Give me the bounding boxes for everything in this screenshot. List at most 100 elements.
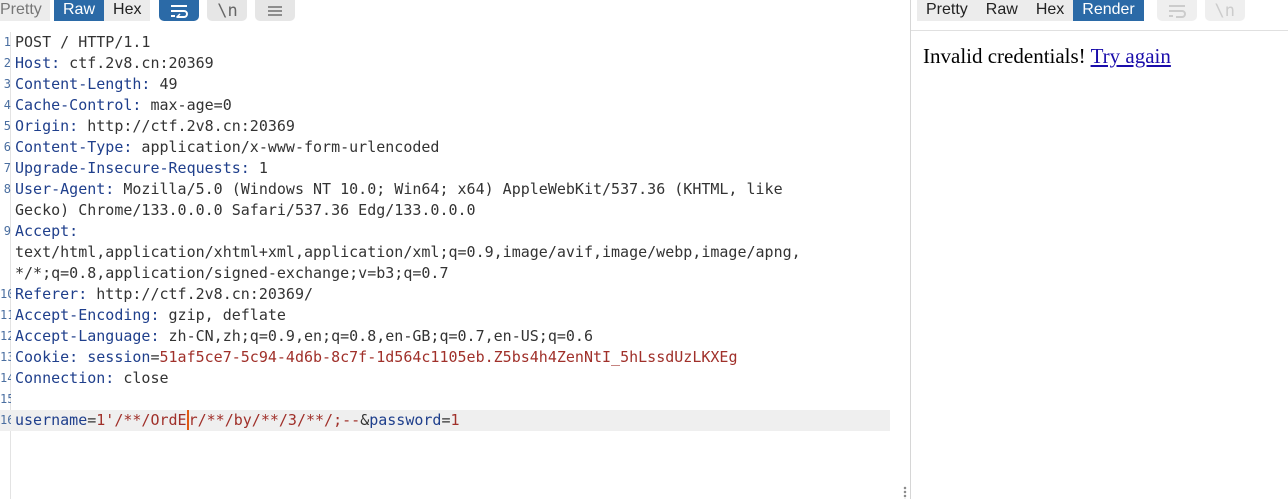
header-user-agent-continued: Gecko) Chrome/133.0.0.0 Safari/537.36 Ed… — [0, 200, 890, 221]
line-number: 15 — [0, 392, 11, 406]
header-key: Accept-Language: — [15, 327, 160, 345]
header-key: Content-Type: — [15, 138, 133, 156]
header-referer: 10 Referer: http://ctf.2v8.cn:20369/ — [0, 284, 890, 305]
header-accept: 9 Accept: — [0, 221, 890, 242]
header-host: 2 Host: ctf.2v8.cn:20369 — [0, 53, 890, 74]
line-number: 12 — [0, 329, 11, 343]
resize-grip[interactable] — [903, 486, 907, 499]
pane-splitter[interactable] — [910, 0, 911, 499]
line-gutter — [0, 32, 11, 499]
wrap-lines-button[interactable] — [159, 0, 200, 21]
param-equals: = — [441, 411, 451, 429]
line-number: 8 — [3, 182, 11, 196]
header-accept-language: 12 Accept-Language: zh-CN,zh;q=0.9,en;q=0… — [0, 326, 890, 347]
show-newlines-button[interactable]: \n — [207, 0, 248, 21]
blank-line: 15 — [0, 389, 890, 410]
header-key: Referer: — [15, 285, 88, 303]
line-number: 1 — [3, 35, 11, 49]
header-value: 49 — [150, 75, 178, 93]
header-connection: 14 Connection: close — [0, 368, 890, 389]
wrap-lines-icon — [171, 4, 189, 18]
line-number: 11 — [0, 308, 11, 322]
cookie-equals: = — [150, 348, 160, 366]
param-separator: & — [360, 411, 370, 429]
wrap-lines-button[interactable] — [1156, 0, 1197, 21]
header-value: zh-CN,zh;q=0.9,en;q=0.8,en-GB;q=0.7,en-U… — [159, 327, 593, 345]
header-key: Cookie: — [15, 348, 79, 366]
tab-hex[interactable]: Hex — [1026, 0, 1074, 21]
request-toolbar: Pretty Raw Hex \n — [0, 0, 296, 22]
header-value: Gecko) Chrome/133.0.0.0 Safari/537.36 Ed… — [15, 201, 476, 219]
header-value: Mozilla/5.0 (Windows NT 10.0; Win64; x64… — [114, 180, 783, 198]
header-value: */*;q=0.8,application/signed-exchange;v=… — [15, 264, 449, 282]
header-upgrade-insecure-requests: 7 Upgrade-Insecure-Requests: 1 — [0, 158, 890, 179]
header-accept-encoding: 11 Accept-Encoding: gzip, deflate — [0, 305, 890, 326]
tab-pretty[interactable]: Pretty — [917, 0, 977, 21]
header-value: http://ctf.2v8.cn:20369 — [78, 117, 295, 135]
header-accept-continued: */*;q=0.8,application/signed-exchange;v=… — [0, 263, 890, 284]
header-value: application/x-www-form-urlencoded — [132, 138, 440, 156]
header-key: Origin: — [15, 117, 79, 135]
tab-raw[interactable]: Raw — [976, 0, 1027, 21]
text-caret — [186, 410, 189, 430]
header-value: gzip, deflate — [159, 306, 286, 324]
line-number: 3 — [3, 77, 11, 91]
header-key: Accept: — [15, 222, 79, 240]
line-number: 6 — [3, 140, 11, 154]
line-number: 14 — [0, 371, 11, 385]
tab-render[interactable]: Render — [1073, 0, 1144, 21]
header-content-type: 6 Content-Type: application/x-www-form-ur… — [0, 137, 890, 158]
header-key: Content-Length: — [15, 75, 151, 93]
tab-pretty[interactable]: Pretty — [0, 0, 50, 21]
cookie-value: 51af5ce7-5c94-4d6b-8c7f-1d564c1105eb.Z5b… — [159, 348, 738, 366]
header-content-length: 3 Content-Length: 49 — [0, 74, 890, 95]
menu-icon — [268, 5, 283, 16]
header-key: Accept-Encoding: — [15, 306, 160, 324]
header-origin: 5 Origin: http://ctf.2v8.cn:20369 — [0, 116, 890, 137]
response-toolbar: Pretty Raw Hex Render \n — [917, 0, 1245, 22]
header-user-agent: 8 User-Agent: Mozilla/5.0 (Windows NT 10.… — [0, 179, 890, 200]
param-equals: = — [87, 411, 97, 429]
tab-raw[interactable]: Raw — [54, 0, 105, 21]
header-cache-control: 4 Cache-Control: max-age=0 — [0, 95, 890, 116]
line-number: 16 — [0, 413, 11, 427]
param-value: 1'/**/OrdE — [96, 411, 187, 429]
error-message: Invalid credentials! — [923, 44, 1091, 68]
header-cookie: 13 Cookie: session=51af5ce7-5c94-4d6b-8c7… — [0, 347, 890, 368]
header-value: max-age=0 — [141, 96, 232, 114]
header-value: text/html,application/xhtml+xml,applicat… — [15, 243, 801, 261]
wrap-lines-icon — [1168, 4, 1186, 18]
line-number: 10 — [0, 287, 11, 301]
line-number: 2 — [3, 56, 11, 70]
show-newlines-button[interactable]: \n — [1204, 0, 1245, 21]
rendered-response: Invalid credentials! Try again — [923, 44, 1171, 69]
header-key: Host: — [15, 54, 61, 72]
try-again-link[interactable]: Try again — [1090, 44, 1171, 68]
param-name: username — [15, 411, 88, 429]
header-accept-continued: text/html,application/xhtml+xml,applicat… — [0, 242, 890, 263]
param-value: 1 — [450, 411, 460, 429]
header-value: ctf.2v8.cn:20369 — [60, 54, 214, 72]
header-value: close — [114, 369, 169, 387]
line-number: 9 — [3, 224, 11, 238]
param-value: r/**/by/**/3/**/;-- — [188, 411, 361, 429]
cookie-name: session — [78, 348, 151, 366]
menu-button[interactable] — [255, 0, 296, 21]
header-key: User-Agent: — [15, 180, 115, 198]
line-number: 4 — [3, 98, 11, 112]
response-pane: Pretty Raw Hex Render \n Invalid credent… — [911, 0, 1288, 499]
header-key: Upgrade-Insecure-Requests: — [15, 159, 250, 177]
tab-hex[interactable]: Hex — [104, 0, 151, 21]
line-number: 5 — [3, 119, 11, 133]
line-number: 13 — [0, 350, 11, 364]
header-value: http://ctf.2v8.cn:20369/ — [87, 285, 314, 303]
header-value: 1 — [249, 159, 268, 177]
header-key: Connection: — [15, 369, 115, 387]
header-key: Cache-Control: — [15, 96, 142, 114]
divider — [911, 30, 1288, 31]
line-number: 7 — [3, 161, 11, 175]
